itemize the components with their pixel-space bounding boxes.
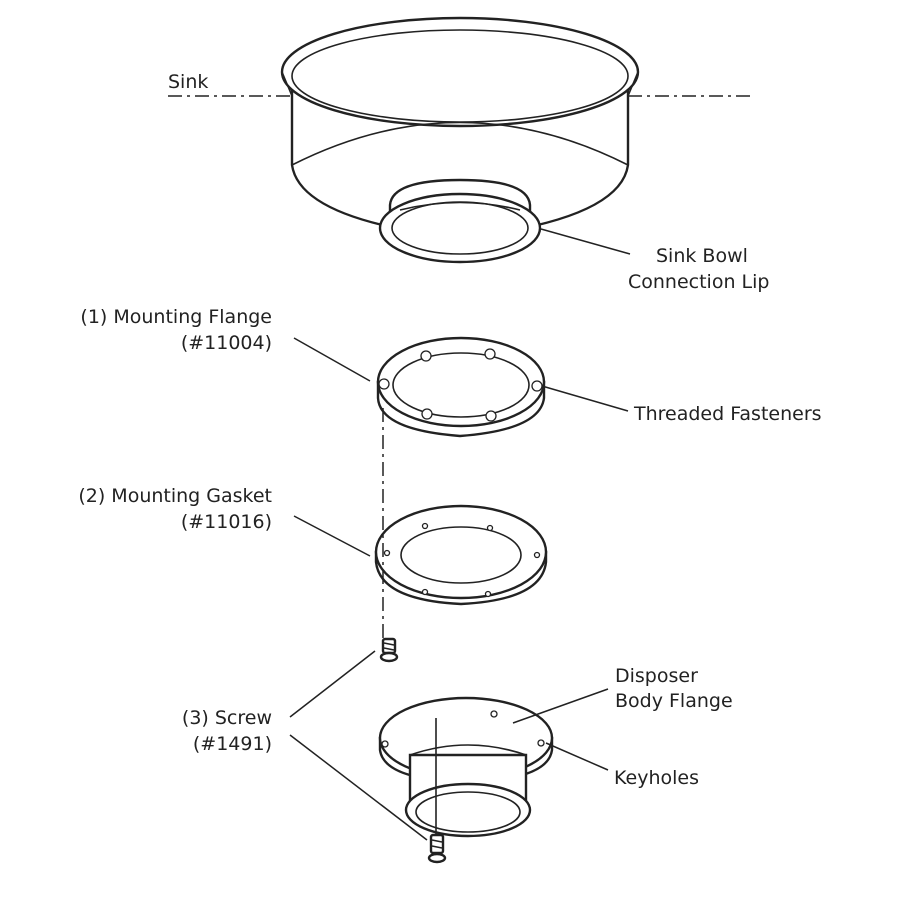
label-sink-bowl-line1: Sink Bowl: [656, 245, 748, 267]
keyhole: [537, 739, 545, 747]
leader-keyholes: [545, 742, 609, 771]
gasket-hole: [383, 549, 391, 557]
gasket-hole: [484, 590, 492, 598]
fastener-hole: [421, 408, 433, 420]
disposer-body-flange: [378, 696, 554, 838]
disposer-hole: [490, 710, 498, 718]
label-mounting-gasket-line1: (2) Mounting Gasket: [78, 485, 272, 507]
gasket-hole: [421, 522, 429, 530]
leader-mounting-gasket: [293, 515, 371, 557]
label-keyholes: Keyholes: [614, 767, 699, 789]
leader-disposer-flange: [512, 688, 609, 724]
screw-upper: [379, 637, 399, 663]
gasket-hole: [486, 524, 494, 532]
mounting-flange: [376, 336, 546, 438]
label-screw-line2: (#1491): [193, 733, 272, 755]
leader-sink-bowl-lip: [540, 228, 631, 255]
mounting-gasket: [374, 504, 548, 606]
label-disposer-line2: Body Flange: [615, 690, 733, 712]
label-threaded-fasteners: Threaded Fasteners: [633, 403, 822, 425]
screw-lower: [427, 718, 447, 864]
leader-mounting-flange: [293, 337, 371, 382]
label-sink: Sink: [168, 71, 208, 93]
label-sink-bowl-line2: Connection Lip: [628, 271, 769, 293]
label-mounting-flange-line1: (1) Mounting Flange: [80, 306, 272, 328]
label-screw-line1: (3) Screw: [182, 707, 272, 729]
label-mounting-flange-line2: (#11004): [181, 332, 272, 354]
label-disposer-line1: Disposer: [615, 665, 698, 687]
keyhole: [381, 740, 389, 748]
gasket-hole: [533, 551, 541, 559]
fastener-hole: [420, 350, 432, 362]
fastener-hole: [485, 410, 497, 422]
label-mounting-gasket-line2: (#11016): [181, 511, 272, 533]
leader-screw-upper: [289, 650, 376, 718]
fastener-hole: [484, 348, 496, 360]
gasket-hole: [421, 588, 429, 596]
leader-screw-lower: [289, 734, 428, 841]
sink: [280, 16, 640, 264]
fastener-hole: [531, 380, 543, 392]
fastener-hole: [378, 378, 390, 390]
leader-threaded-fasteners: [541, 385, 629, 412]
